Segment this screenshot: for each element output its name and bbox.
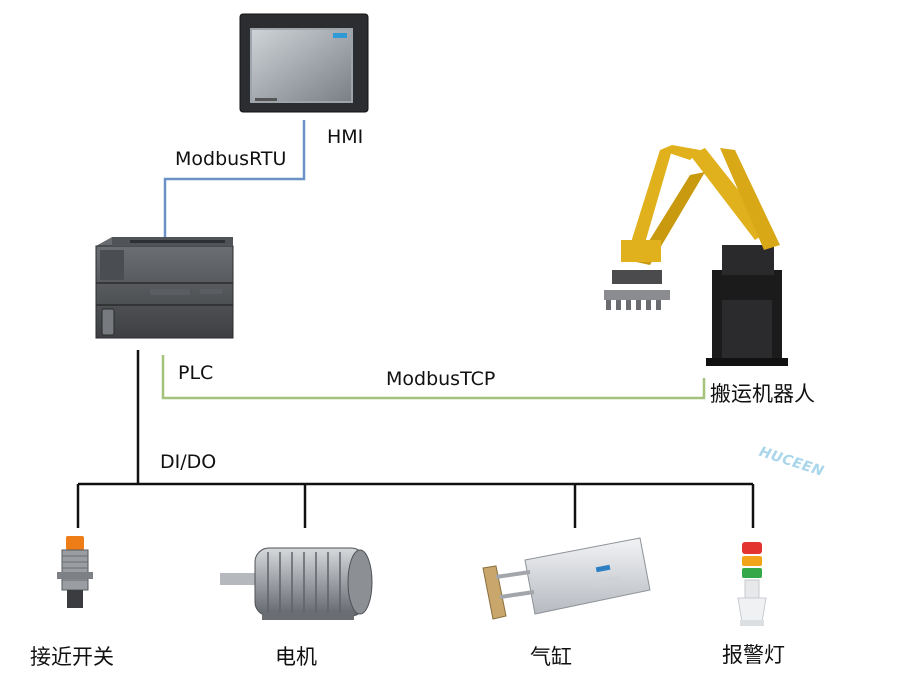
robot-label: 搬运机器人 bbox=[710, 382, 815, 406]
plc-label: PLC bbox=[178, 362, 214, 384]
proximity-switch-icon bbox=[57, 536, 93, 608]
hmi-label: HMI bbox=[327, 126, 364, 148]
modbus-tcp-label: ModbusTCP bbox=[386, 368, 496, 390]
robot-device-icon bbox=[604, 145, 788, 366]
modbus-rtu-label: ModbusRTU bbox=[175, 148, 287, 170]
motor-icon bbox=[220, 547, 373, 620]
modbus-tcp-line bbox=[161, 355, 706, 400]
cylinder-icon bbox=[482, 537, 651, 620]
cylinder-label: 气缸 bbox=[530, 645, 572, 669]
alarm-light-icon bbox=[737, 542, 767, 626]
modbus-rtu-line bbox=[163, 120, 306, 240]
hmi-device-icon bbox=[239, 13, 369, 113]
alarm-light-label: 报警灯 bbox=[722, 643, 785, 667]
di-do-label: DI/DO bbox=[160, 451, 217, 473]
proximity-switch-label: 接近开关 bbox=[30, 645, 114, 669]
motor-label: 电机 bbox=[275, 645, 317, 669]
plc-device-icon bbox=[95, 237, 234, 339]
